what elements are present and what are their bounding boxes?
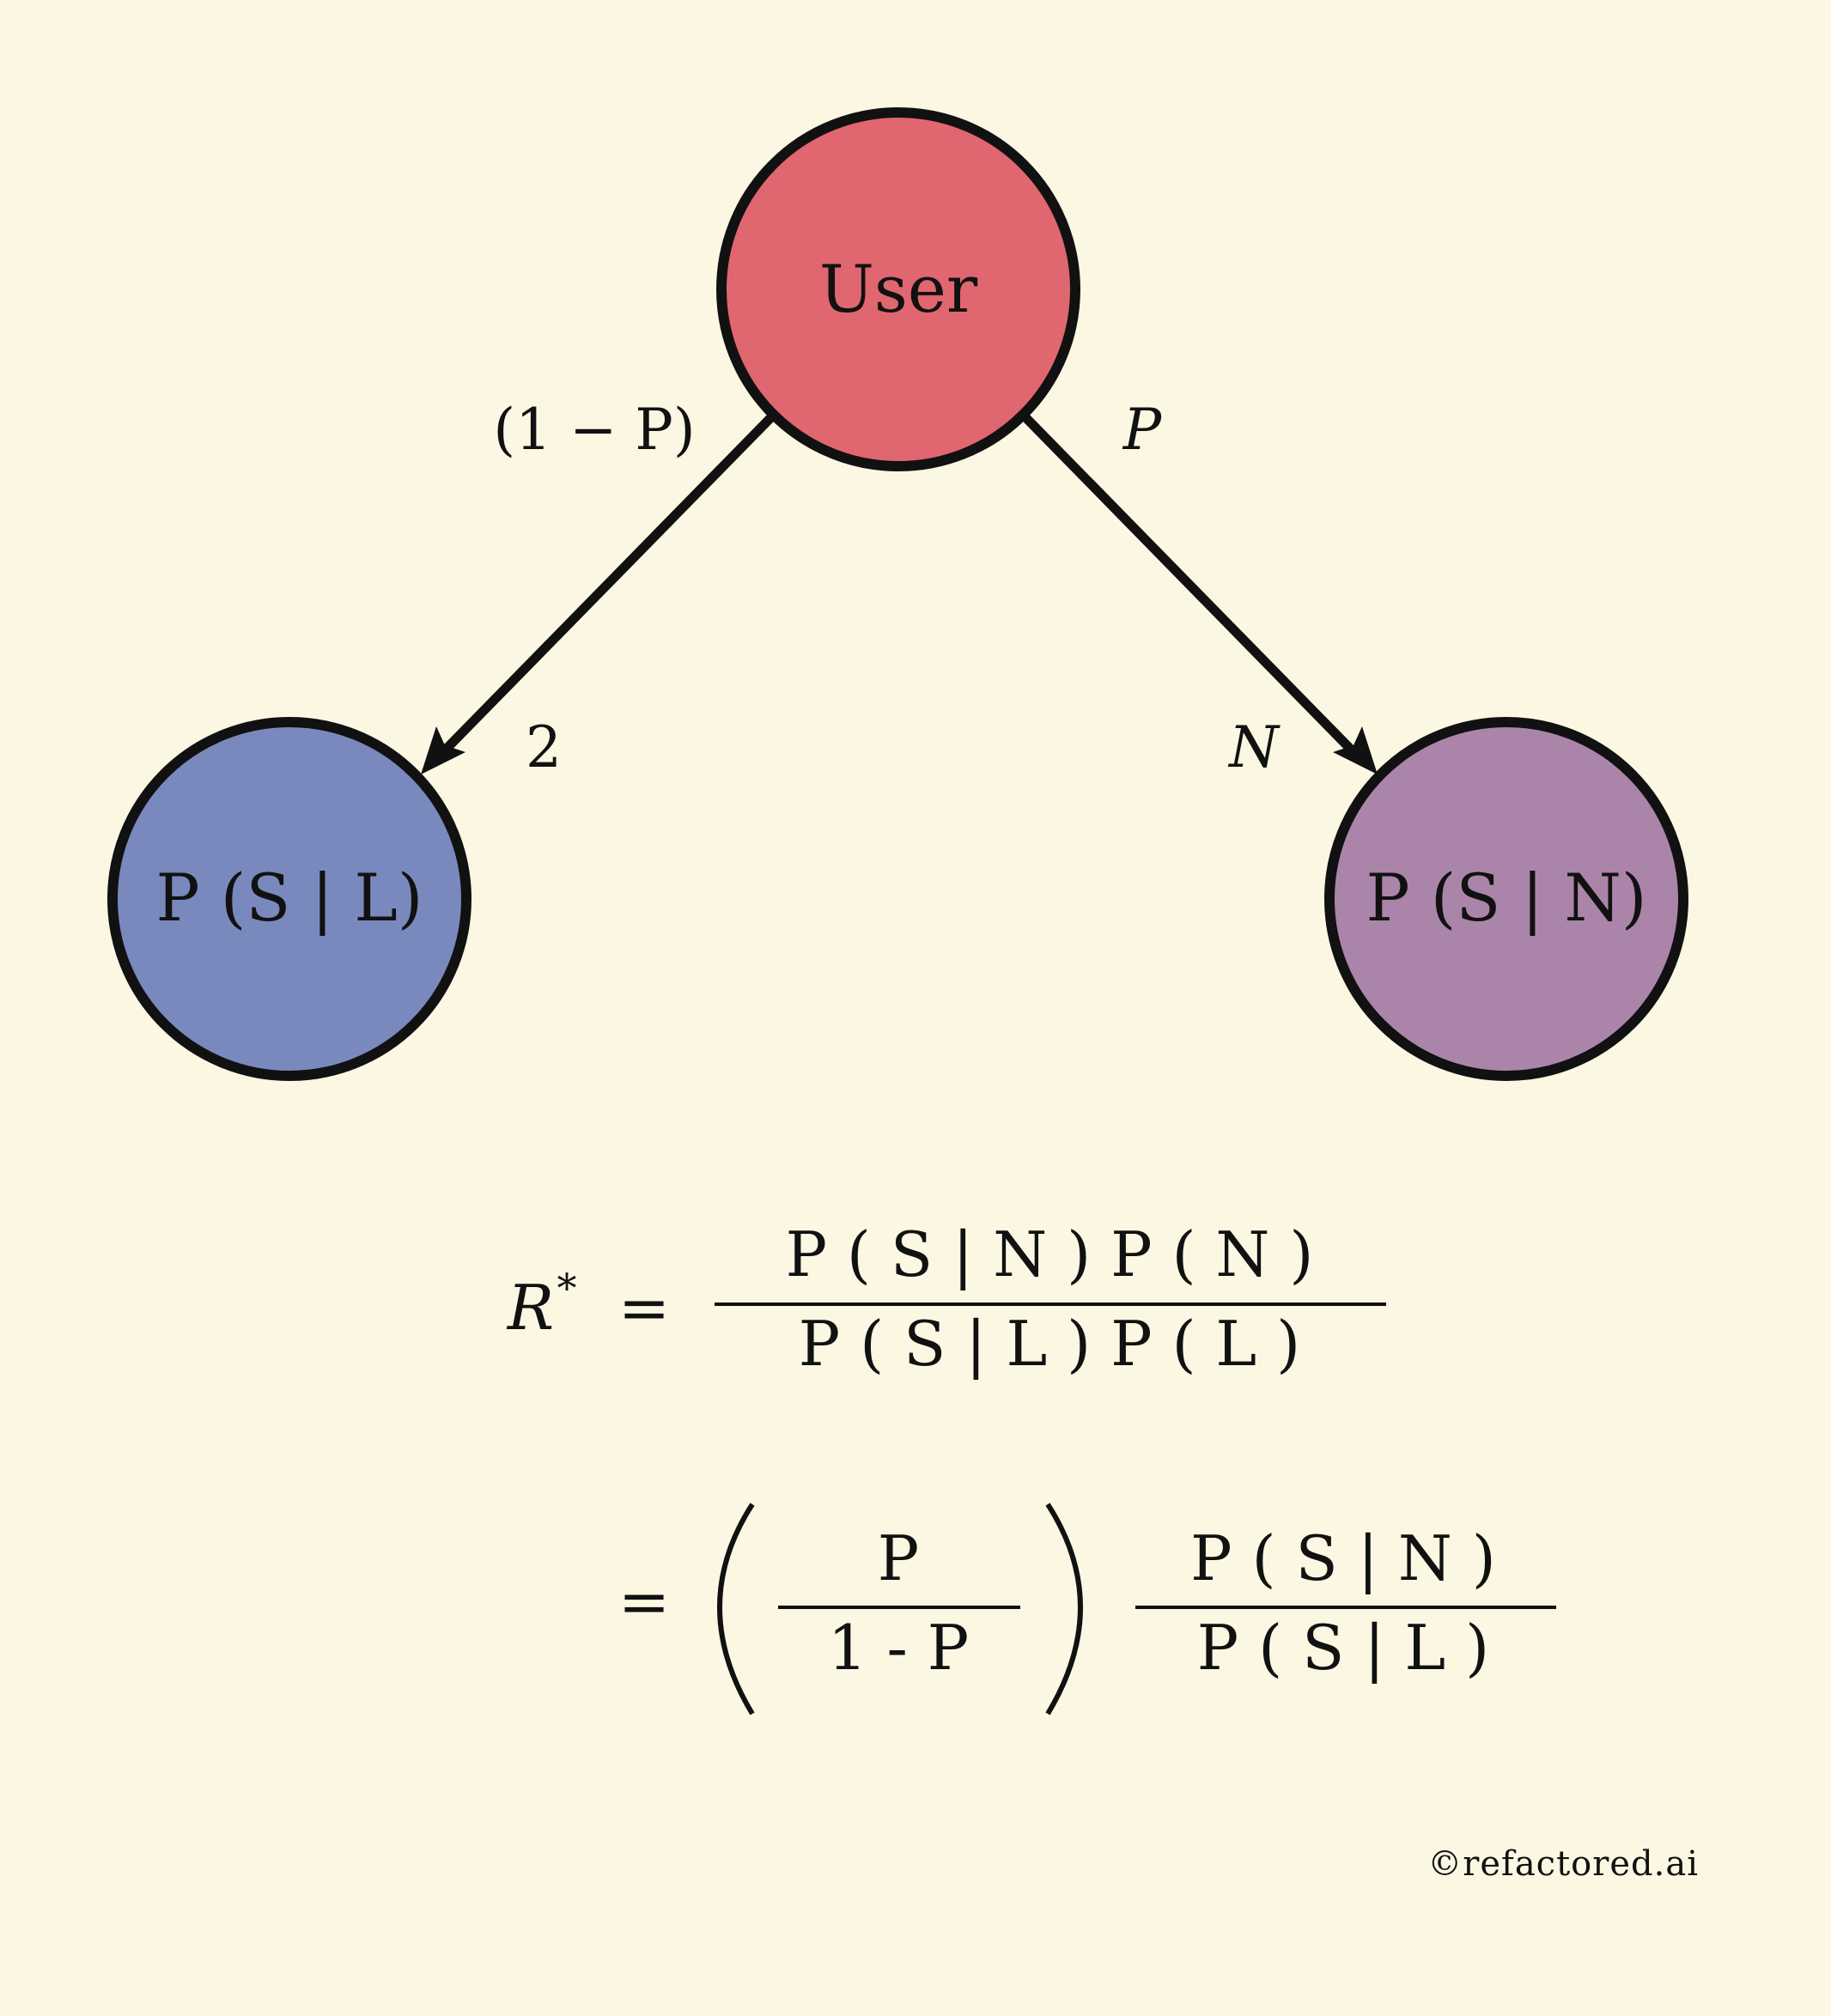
fraction-1-denominator: P ( S | L ) P ( L ) xyxy=(799,1308,1300,1380)
fraction-2-denominator: P ( S | L ) xyxy=(1197,1612,1489,1684)
ratio-numerator: P xyxy=(878,1522,919,1594)
ratio-denominator: 1 - P xyxy=(828,1612,969,1684)
edge-user-to-right xyxy=(1022,414,1362,761)
node-right-circle xyxy=(1324,717,1688,1081)
copyright-text: ©refactored.ai xyxy=(1427,1844,1699,1884)
arrowhead-left xyxy=(421,726,465,774)
node-left-label: P (S | L) xyxy=(155,859,423,936)
equation-lhs-superscript: * xyxy=(557,1265,577,1311)
edge-label-left-count: 2 xyxy=(526,714,562,780)
node-left: P (S | L) xyxy=(107,717,471,1081)
equation-lhs: R xyxy=(506,1272,554,1344)
node-right: P (S | N) xyxy=(1324,717,1688,1081)
node-user-circle xyxy=(716,107,1080,471)
node-user-label: User xyxy=(819,251,978,327)
edge-label-right-count: N xyxy=(1227,714,1280,780)
equation-equals-2: = xyxy=(618,1565,670,1637)
left-paren-large xyxy=(717,1503,755,1715)
right-paren-large xyxy=(1045,1503,1083,1715)
equation-line-1: R * = P ( S | N ) P ( N ) P ( S | L ) P … xyxy=(506,1218,1386,1380)
fraction-1-numerator: P ( S | N ) P ( N ) xyxy=(786,1218,1314,1290)
equation-equals-1: = xyxy=(618,1272,670,1344)
edge-label-left-probability: (1 − P) xyxy=(493,397,695,463)
arrowhead-right xyxy=(1333,726,1378,774)
edge-label-right-probability: P xyxy=(1122,397,1163,463)
node-left-circle xyxy=(107,717,471,1081)
node-right-label: P (S | N) xyxy=(1366,859,1646,936)
edge-user-to-left xyxy=(435,414,775,761)
fraction-2-numerator: P ( S | N ) xyxy=(1190,1522,1496,1594)
equation-line-2: = P 1 - P P ( S | N ) P ( S | L ) xyxy=(618,1503,1556,1715)
node-user: User xyxy=(716,107,1080,471)
